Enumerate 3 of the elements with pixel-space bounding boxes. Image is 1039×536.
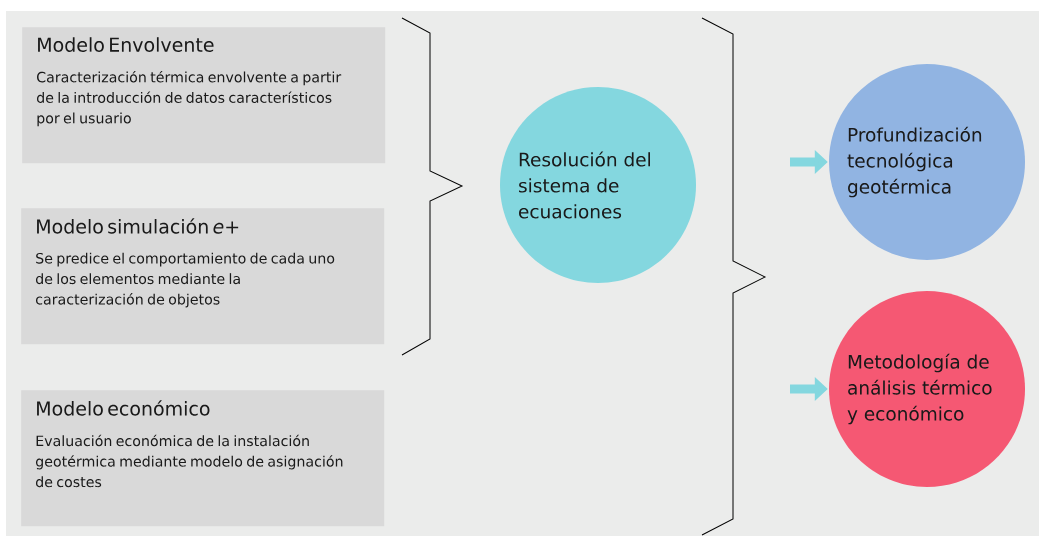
model-box: Modelo simulación e+ Se predice el comportamiento de cada uno de los elementos mediante la caracterización de objetos [21, 208, 385, 345]
model-box: Modelo económico Evaluación económica de la instalación geotérmica mediante modelo de asignación de costes [21, 390, 385, 527]
model-box: Modelo Envolvente Caracterización térmica envolvente a partir de la introducción de datos característicos por el usuario [22, 27, 386, 164]
